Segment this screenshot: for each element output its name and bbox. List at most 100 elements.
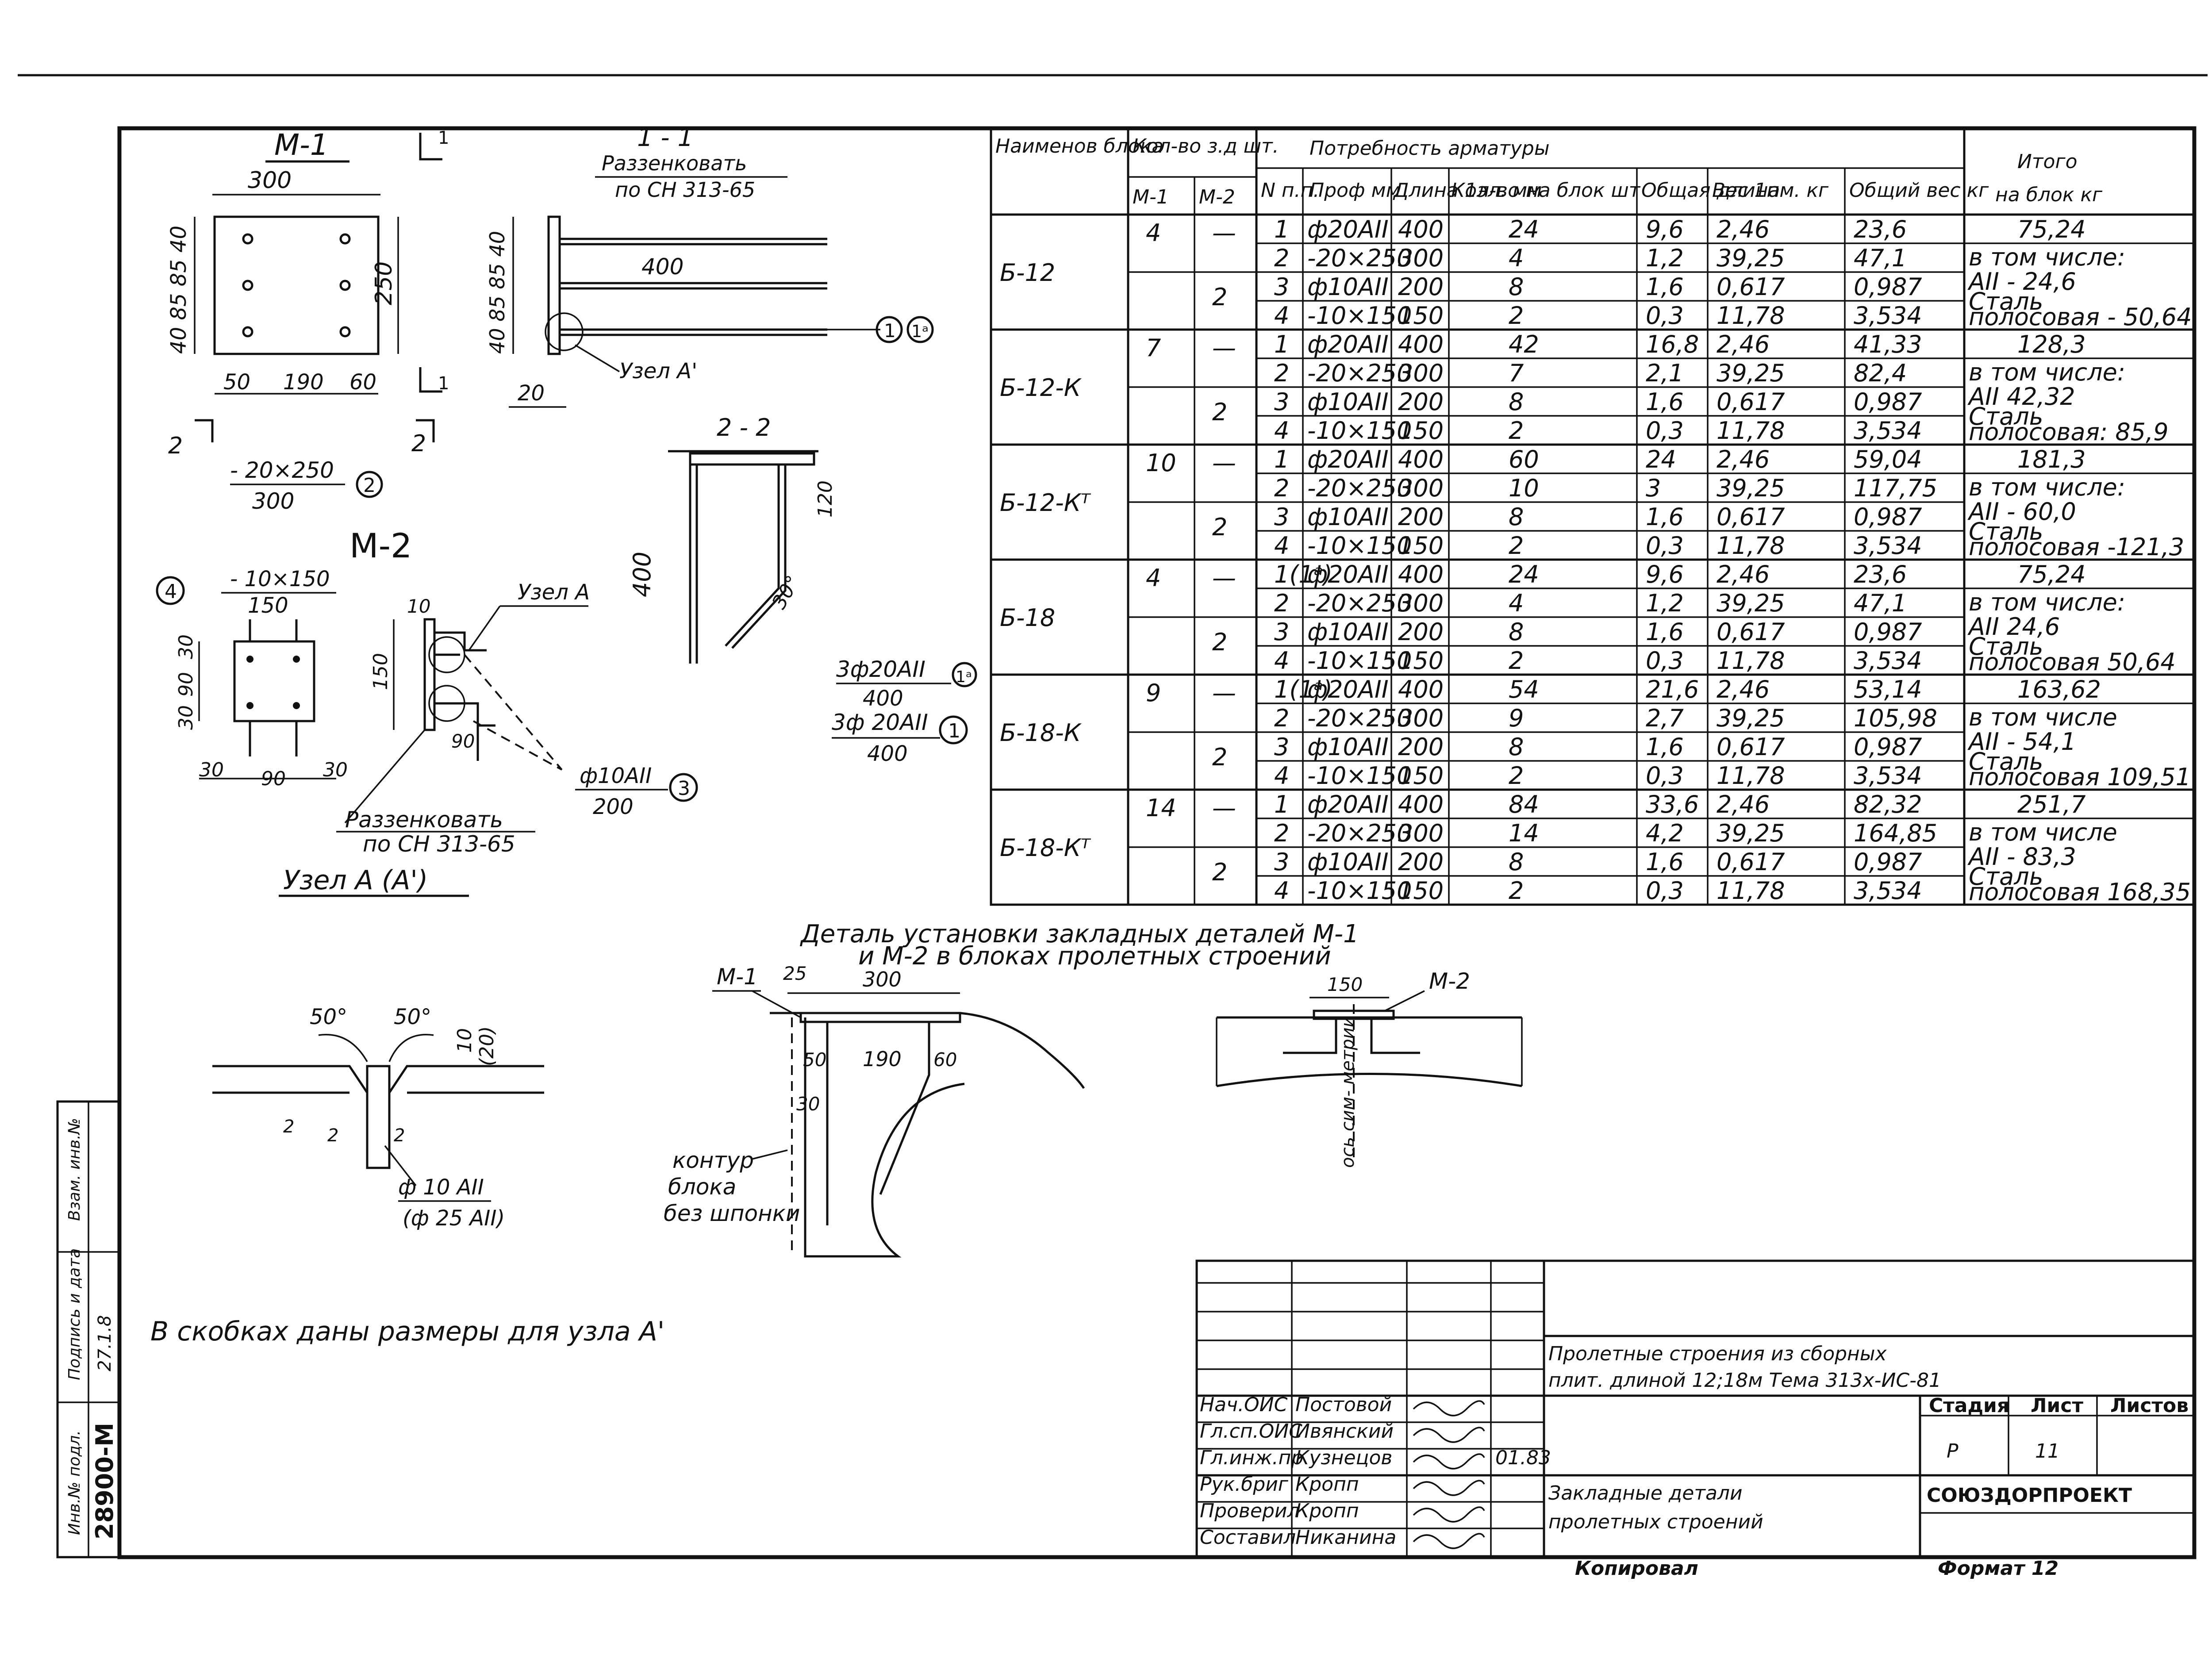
cell: 150	[1398, 877, 1444, 905]
cell: 82,4	[1854, 359, 1907, 387]
cell: 1	[1274, 791, 1289, 818]
total-note3: Сталь	[1969, 288, 2043, 315]
sec11-dim20: 20	[518, 381, 545, 406]
cell: 2,46	[1717, 215, 1770, 243]
tb-doc1: Закладные детали	[1548, 1482, 1743, 1505]
bar-1a-pos: 1ᵃ	[956, 668, 972, 686]
cell: 39,25	[1717, 589, 1785, 617]
cell: 1,6	[1646, 503, 1684, 531]
cell: 11,78	[1717, 417, 1785, 445]
weld-detail: 50° 50° 10 (20) 2 2 2 ф 10 АII (ф 25 АII…	[212, 1005, 544, 1231]
total-note4: полосовая -121,3	[1969, 533, 2184, 561]
cell: ф10АII	[1307, 273, 1389, 301]
count-m1: 14	[1146, 794, 1176, 822]
m2-dim-h2: 90	[261, 768, 286, 790]
cell: 2	[1274, 819, 1289, 847]
cell: 300	[1398, 819, 1444, 847]
cell: 164,85	[1854, 819, 1937, 847]
cell: 2,1	[1646, 359, 1684, 387]
tb-signature	[1413, 1533, 1485, 1549]
cell: 3,534	[1854, 762, 1922, 790]
cell: 3,534	[1854, 877, 1922, 905]
cell: -20×250	[1307, 359, 1412, 387]
count-m2: 2	[1212, 628, 1227, 656]
tb-copied: Копировал	[1575, 1557, 1698, 1580]
bar-1-spec: 3ф 20АII	[832, 710, 928, 735]
count-m1: 4	[1146, 219, 1161, 247]
block-total: 128,3	[2017, 330, 2086, 358]
bar-3-pos: 3	[678, 777, 690, 800]
cell: 4	[1509, 589, 1524, 617]
cell: 150	[1398, 647, 1444, 675]
tb-sheet: 11	[2035, 1440, 2060, 1462]
tb-person: Кузнецов	[1295, 1447, 1392, 1469]
cell: 4	[1509, 244, 1524, 272]
cell: 2	[1509, 302, 1524, 330]
cell: 1,6	[1646, 618, 1684, 646]
cell: 24	[1646, 445, 1676, 473]
cell: 9,6	[1646, 560, 1684, 588]
tb-person: Никанина	[1295, 1526, 1396, 1549]
th-len: Длина 1эл. мм	[1393, 179, 1542, 202]
total-note2: АII - 54,1	[1967, 728, 2076, 756]
cell: 2,46	[1717, 330, 1770, 358]
cell: 3	[1274, 388, 1289, 416]
total-note2: АII 42,32	[1967, 383, 2075, 411]
total-note1: в том числе:	[1969, 243, 2125, 271]
cell: 4	[1274, 302, 1289, 330]
section-1-1: 1 - 1 Раззенковать по СН 313-65 400 40 8…	[485, 123, 934, 408]
detail-d300: 300	[863, 967, 902, 991]
m2-plate-spec: - 10×150	[230, 567, 330, 591]
m1-dim-60: 60	[349, 370, 376, 395]
cell: 0,987	[1854, 503, 1922, 531]
count-m1: 9	[1146, 679, 1161, 707]
tb-role: Гл.инж.пр	[1200, 1447, 1303, 1469]
tb-person: Кропп	[1295, 1473, 1359, 1496]
sec11-note1: Раззенковать	[602, 151, 747, 175]
cell: 3	[1274, 618, 1289, 646]
m1-plate-pos: 2	[363, 474, 376, 497]
cell: 82,32	[1854, 791, 1922, 818]
total-note1: в том числе	[1969, 818, 2117, 846]
cell: 59,04	[1854, 445, 1922, 473]
tb-signature	[1413, 1480, 1485, 1496]
cell: 3	[1274, 273, 1289, 301]
cell: 400	[1398, 445, 1444, 473]
detail-contour1: контур	[672, 1148, 754, 1173]
block-top-outline	[770, 1012, 1085, 1089]
section-2-2: 2 - 2 400 120 30°	[628, 414, 837, 664]
m2-dim150: 150	[369, 653, 392, 690]
cell: 2,46	[1717, 791, 1770, 818]
m2-dim-v1: 30	[175, 634, 197, 659]
m1-width: 300	[248, 167, 292, 194]
cell: 1,6	[1646, 848, 1684, 876]
cell: 21,6	[1646, 676, 1699, 703]
block-name: Б-12-Кᵀ	[1000, 489, 1091, 517]
count-m1: 10	[1146, 449, 1176, 477]
detail-contour2: блока	[668, 1174, 736, 1200]
th-need: Потребность арматуры	[1310, 137, 1550, 160]
m1-mark-2: 2	[168, 433, 183, 459]
sec22-height: 400	[628, 552, 656, 597]
cell: 0,987	[1854, 618, 1922, 646]
cell: 1,2	[1646, 589, 1684, 617]
count-m2: 2	[1212, 743, 1227, 771]
weld-g2a: 2	[283, 1117, 294, 1137]
m1-dims-v: 40 85 85 40	[166, 226, 191, 354]
m1-plate-spec: - 20×250	[230, 457, 334, 483]
cell: 11,78	[1717, 532, 1785, 560]
cell: 0,3	[1646, 532, 1684, 560]
cell: 8	[1509, 388, 1524, 416]
cell: 0,3	[1646, 877, 1684, 905]
tb-date: 01.83	[1495, 1447, 1551, 1469]
cell: 300	[1398, 359, 1444, 387]
detail-title2: и М-2 в блоках пролетных строений	[858, 942, 1331, 971]
sec22-plate	[689, 452, 815, 466]
cell: ф10АII	[1307, 848, 1389, 876]
cell: 39,25	[1717, 819, 1785, 847]
cell: 150	[1398, 302, 1444, 330]
count-m1-m2: —	[1212, 679, 1236, 707]
sign-date-value: 27.1.8	[95, 1315, 115, 1371]
bar-1a-spec: 3ф20АII	[836, 656, 926, 682]
cell: 60	[1509, 445, 1539, 473]
